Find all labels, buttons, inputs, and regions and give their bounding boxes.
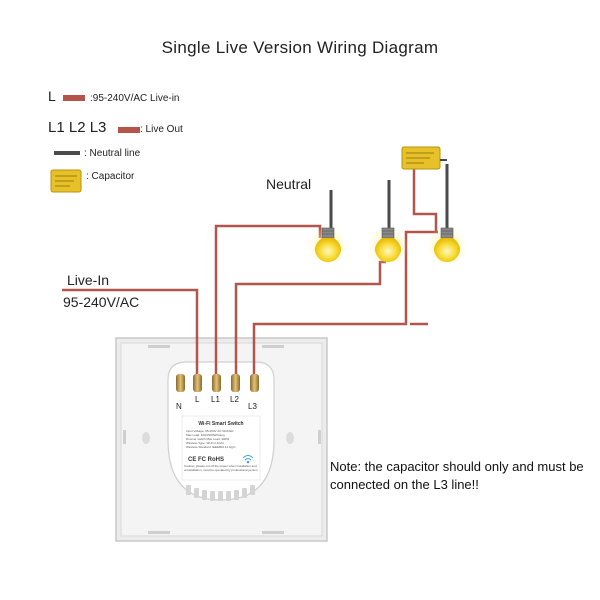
legend-live-out-swatch bbox=[118, 127, 140, 133]
wifi-icon bbox=[242, 455, 254, 464]
bulb-1 bbox=[308, 226, 348, 266]
certification-marks: CE FC RoHS bbox=[188, 457, 224, 463]
terminal-label-l3: L3 bbox=[248, 402, 257, 411]
sticker-line: Dimmer switch Max Load: 300W bbox=[186, 437, 229, 441]
terminal-label-l: L bbox=[195, 395, 200, 404]
diagram-title: Single Live Version Wiring Diagram bbox=[161, 38, 439, 57]
capacitor-note: Note: the capacitor should only and must… bbox=[330, 459, 584, 492]
terminal-label-n: N bbox=[176, 402, 182, 411]
terminals bbox=[176, 374, 259, 392]
sticker-line: Max Load: 10A/2200W/Gang bbox=[186, 433, 225, 437]
bulb-3 bbox=[427, 226, 467, 266]
switch-back-plate bbox=[115, 337, 328, 542]
legend-live-out-symbol: L1 L2 L3 bbox=[48, 119, 107, 136]
caution-text: Caution: please cut off the power when i… bbox=[184, 465, 258, 472]
legend-live-in-text: :95-240V/AC Live-in bbox=[90, 93, 180, 104]
bulb-2 bbox=[368, 226, 408, 266]
voltage-label: 95-240V/AC bbox=[63, 294, 140, 310]
legend-live-in-symbol: L bbox=[48, 88, 56, 104]
legend-live-out-text: : Live Out bbox=[140, 124, 183, 135]
sticker-line: Wireless Type: Wi-Fi 2.4Ghz bbox=[186, 441, 224, 445]
neutral-wires bbox=[329, 164, 449, 236]
terminal-label-l1: L1 bbox=[211, 395, 220, 404]
legend-capacitor-text: : Capacitor bbox=[86, 171, 135, 182]
sticker-line: Input Voltage: 95-250V AC 50-60Hz bbox=[186, 429, 234, 433]
legend-neutral-text: : Neutral line bbox=[84, 148, 141, 159]
live-in-label: Live-In bbox=[67, 272, 110, 288]
legend-capacitor-icon bbox=[50, 169, 82, 193]
sticker-line: Wireless Standard: IEEE802.11 b/g/n bbox=[186, 445, 236, 449]
legend-live-in-swatch bbox=[63, 95, 85, 101]
sticker-title: Wi-Fi Smart Switch bbox=[198, 421, 243, 427]
legend-neutral-swatch bbox=[54, 151, 80, 155]
capacitor bbox=[401, 146, 447, 170]
terminal-label-l2: L2 bbox=[230, 395, 239, 404]
neutral-label: Neutral bbox=[266, 176, 312, 192]
